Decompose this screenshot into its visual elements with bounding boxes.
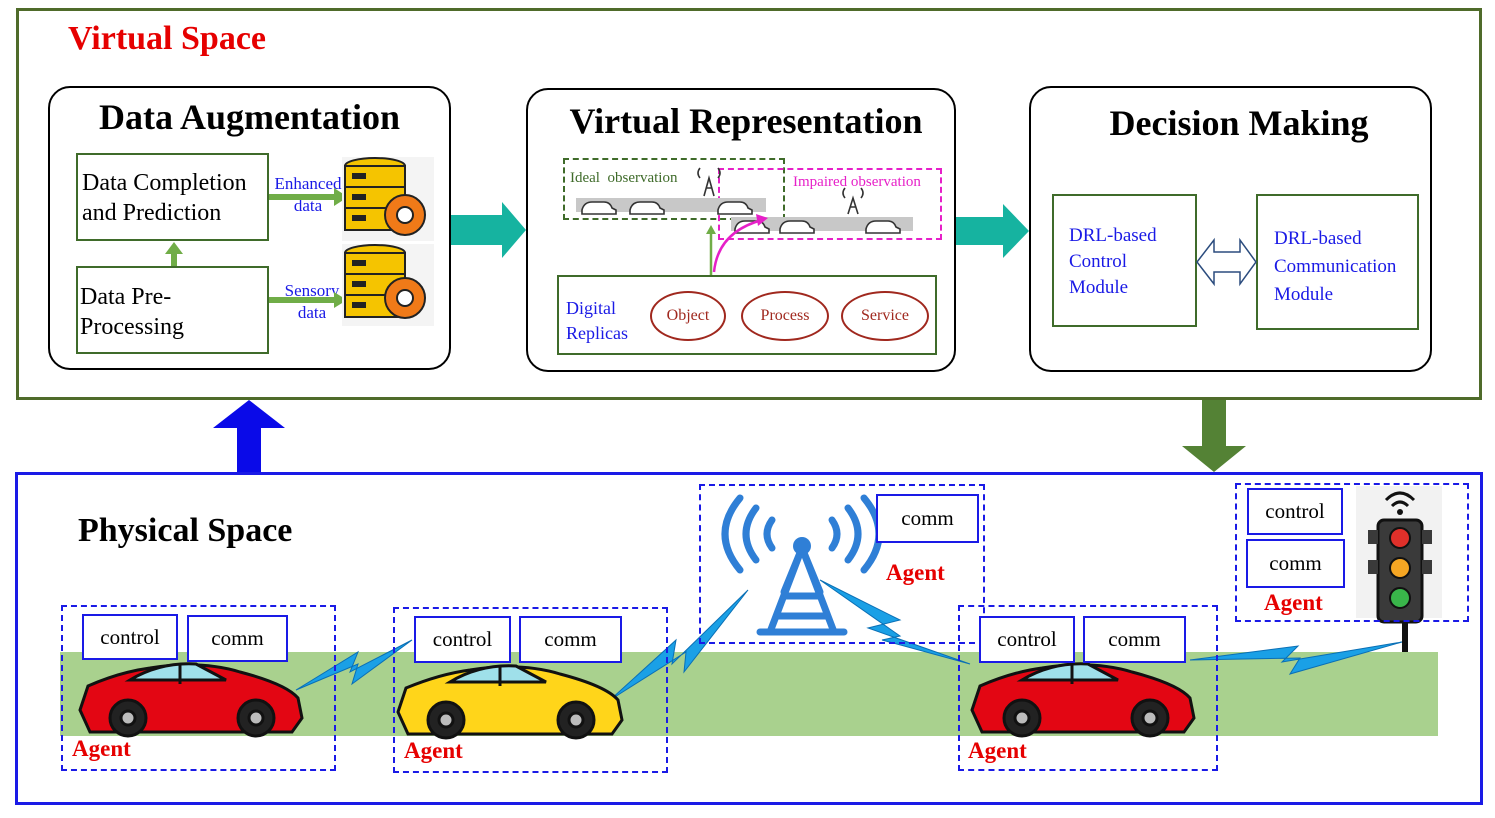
agent-1-control: control <box>82 614 178 660</box>
drl-comm-module-box <box>1256 194 1419 330</box>
impaired-observation-label: Impaired observation <box>793 174 921 190</box>
agent-2-label: Agent <box>404 738 463 763</box>
teal-arrow-1 <box>451 202 526 258</box>
virtual-space-panel <box>16 8 1482 400</box>
blue-up-arrow <box>213 400 285 474</box>
preprocess-to-completion-arrow <box>165 242 183 266</box>
data-preprocessing-box <box>76 266 269 354</box>
drl-comm-module-label: DRL-based Communication Module <box>1274 228 1397 305</box>
database-gear-icon <box>342 157 434 241</box>
cell-tower-icon <box>721 494 883 636</box>
replica-up-arrow <box>706 214 768 275</box>
agent-1-label: Agent <box>72 736 131 761</box>
tower-frame <box>699 484 985 644</box>
agent-2-comm: comm <box>519 616 622 663</box>
enhanced-data-label: Enhanced data <box>274 174 342 215</box>
tower-agent-label: Agent <box>886 560 945 585</box>
data-completion-box <box>76 153 269 241</box>
agent-frame-1 <box>61 605 336 771</box>
database-gear-icon-2 <box>342 244 434 326</box>
tower-comm: comm <box>876 494 979 543</box>
teal-arrow-2 <box>956 204 1029 258</box>
virtual-representation-title: Virtual Representation <box>569 101 923 141</box>
green-down-arrow <box>1182 400 1246 472</box>
data-completion-label: Data Completion and Prediction <box>82 170 247 226</box>
agent-1-comm: comm <box>187 615 288 662</box>
agent-frame-2 <box>393 607 668 773</box>
sensory-data-label: Sensory data <box>284 281 340 322</box>
agent-3-comm: comm <box>1083 616 1186 663</box>
physical-space-panel <box>15 472 1483 805</box>
enhanced-arrow <box>269 188 348 206</box>
mini-cars <box>581 201 901 234</box>
car-1-icon <box>78 662 304 738</box>
decision-making-title: Decision Making <box>1109 103 1369 143</box>
replica-service: Service <box>841 291 929 341</box>
digital-replicas-label: Digital Replicas <box>566 298 628 343</box>
agent-3-control: control <box>979 616 1075 663</box>
replica-process: Process <box>741 291 829 341</box>
double-arrow <box>1196 237 1257 287</box>
tower-top <box>793 537 811 555</box>
traffic-light-agent-label: Agent <box>1264 590 1323 615</box>
virtual-space-title: Virtual Space <box>68 20 267 57</box>
car-2-icon <box>396 664 624 740</box>
drl-control-module-box <box>1052 194 1197 327</box>
ideal-observation-frame <box>563 158 785 220</box>
mini-tower-icons <box>697 167 864 215</box>
data-preprocessing-label: Data Pre-Processing <box>80 284 184 340</box>
agent-frame-3 <box>958 605 1218 771</box>
traffic-light-control: control <box>1247 488 1343 535</box>
traffic-light-icon <box>1356 486 1442 652</box>
traffic-light-comm: comm <box>1246 539 1345 588</box>
agent-2-control: control <box>414 616 511 663</box>
physical-space-title: Physical Space <box>78 512 293 549</box>
drl-control-module-label: DRL-based Control Module <box>1069 225 1157 298</box>
data-augmentation-title: Data Augmentation <box>98 97 400 137</box>
traffic-light-frame <box>1235 483 1469 622</box>
car-3-icon <box>970 662 1196 738</box>
agent-3-label: Agent <box>968 738 1027 763</box>
ideal-observation-label: Ideal observation <box>570 170 678 186</box>
replica-object: Object <box>650 291 726 341</box>
sensory-arrow <box>269 292 347 308</box>
wireless-links <box>295 579 1403 701</box>
